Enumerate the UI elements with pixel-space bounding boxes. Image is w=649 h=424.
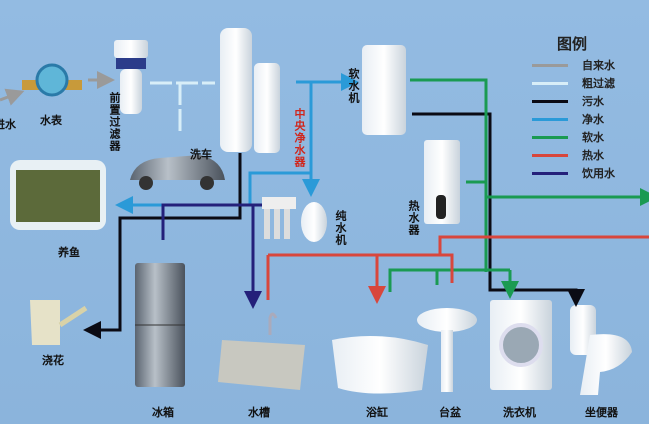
legend-label: 软水 [582,131,604,144]
legend-item: 软水 [532,130,604,144]
label-carwash: 洗车 [190,148,212,161]
coarse-filter-pipe [150,81,215,135]
car [130,155,225,190]
legend-swatch [532,99,568,103]
legend-swatch [532,135,568,139]
legend-title: 图例 [557,35,588,53]
legend-swatch [532,81,568,85]
legend-swatch [532,63,568,67]
label-fridge: 冰箱 [152,406,174,419]
legend-label: 自来水 [582,59,615,72]
softener-unit [362,45,406,135]
label-softener: 软水机 [347,68,360,104]
label-heater: 热水器 [407,200,420,236]
legend-item: 净水 [532,112,604,126]
label-bathtub: 浴缸 [366,406,388,419]
sewage-pipe [83,153,242,339]
legend-label: 粗过滤 [582,77,615,90]
label-pure-water: 纯水机 [334,210,347,246]
label-toilet: 坐便器 [585,406,618,419]
legend-item: 饮用水 [532,166,615,180]
watering-can [30,300,88,345]
label-fish: 养鱼 [58,246,80,259]
water-heater [424,140,460,224]
prefilter-unit [114,40,148,114]
legend-item: 污水 [532,94,604,108]
tap-water-pipe [0,88,25,106]
washing-machine [490,300,552,390]
label-inlet: 进水 [0,118,16,131]
legend-label: 净水 [582,113,604,126]
sewage-pipe [412,112,585,307]
pure-water-unit [262,197,327,242]
hot-water-pipe [266,235,649,300]
legend-label: 饮用水 [582,167,615,180]
legend-item: 热水 [532,148,604,162]
label-flower: 浇花 [42,354,64,367]
toilet-unit [570,305,632,395]
label-sink: 水槽 [248,406,270,419]
legend-label: 污水 [582,95,604,108]
label-basin: 台盆 [439,406,461,419]
aquarium [10,160,106,230]
water-meter [22,63,82,97]
bathtub [332,336,428,394]
label-meter: 水表 [40,114,62,127]
fridge [135,263,185,387]
soft-water-pipe [388,268,510,292]
legend-swatch [532,117,568,121]
basin [417,308,477,392]
kitchen-sink [218,312,305,390]
label-central-purifier: 中央净水器 [293,108,306,168]
legend-swatch [532,153,568,157]
soft-water-pipe [410,78,649,272]
legend-swatch [532,171,568,175]
legend-item: 自来水 [532,58,615,72]
drinking-water-pipe [161,203,262,300]
legend-item: 粗过滤 [532,76,615,90]
label-prefilter: 前置过滤器 [108,92,121,152]
label-washer: 洗衣机 [503,406,536,419]
legend-label: 热水 [582,149,604,162]
central-purifier [220,28,280,153]
